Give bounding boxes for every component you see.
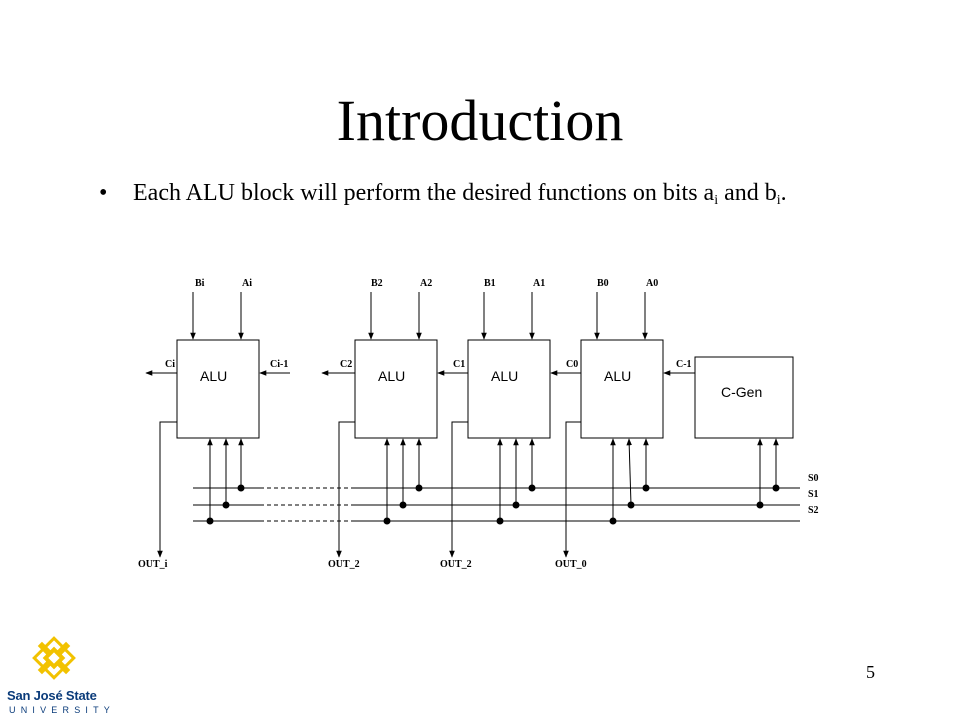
logo-subtext: UNIVERSITY <box>9 705 116 715</box>
select-arrows <box>207 438 779 521</box>
output-label: OUT_2 <box>328 559 360 570</box>
alu-block-2 <box>354 339 438 439</box>
alu-label-1: ALU <box>491 368 518 384</box>
alu-label-0: ALU <box>604 368 631 384</box>
carry-label: C0 <box>566 359 578 370</box>
carry-label: C-1 <box>676 359 692 370</box>
input-label: B1 <box>484 278 496 289</box>
carry-label: Ci-1 <box>270 359 288 370</box>
logo-mark <box>32 636 76 680</box>
cgen-block <box>694 356 794 439</box>
alu-block-i <box>176 339 260 439</box>
select-label: S0 <box>808 473 819 484</box>
bullet-text: Each ALU block will perform the desired … <box>133 180 787 208</box>
bullet-item: • Each ALU block will perform the desire… <box>99 180 787 209</box>
logo-text: San José State <box>7 688 97 703</box>
input-label: B2 <box>371 278 383 289</box>
select-label: S1 <box>808 489 819 500</box>
select-bus-dashed <box>260 487 355 522</box>
input-label: Ai <box>242 278 252 289</box>
carry-label: C2 <box>340 359 352 370</box>
alu-label-i: ALU <box>200 368 227 384</box>
carry-label: C1 <box>453 359 465 370</box>
output-arrows <box>157 421 581 558</box>
cgen-label: C-Gen <box>721 384 762 400</box>
input-label: A1 <box>533 278 545 289</box>
output-label: OUT_i <box>138 559 168 570</box>
input-label: A0 <box>646 278 658 289</box>
university-logo <box>32 636 76 680</box>
alu-block-0 <box>580 339 664 439</box>
input-arrows <box>190 292 648 340</box>
input-label: Bi <box>195 278 205 289</box>
input-label: A2 <box>420 278 432 289</box>
carry-label: Ci <box>165 359 175 370</box>
alu-label-2: ALU <box>378 368 405 384</box>
alu-block-1 <box>467 339 551 439</box>
input-label: B0 <box>597 278 609 289</box>
page-number: 5 <box>866 662 875 682</box>
select-label: S2 <box>808 505 819 516</box>
output-label: OUT_2 <box>440 559 472 570</box>
slide-title: Introduction <box>336 88 624 153</box>
bullet-symbol: • <box>99 180 108 206</box>
output-label: OUT_0 <box>555 559 587 570</box>
junction-dots <box>206 484 780 525</box>
